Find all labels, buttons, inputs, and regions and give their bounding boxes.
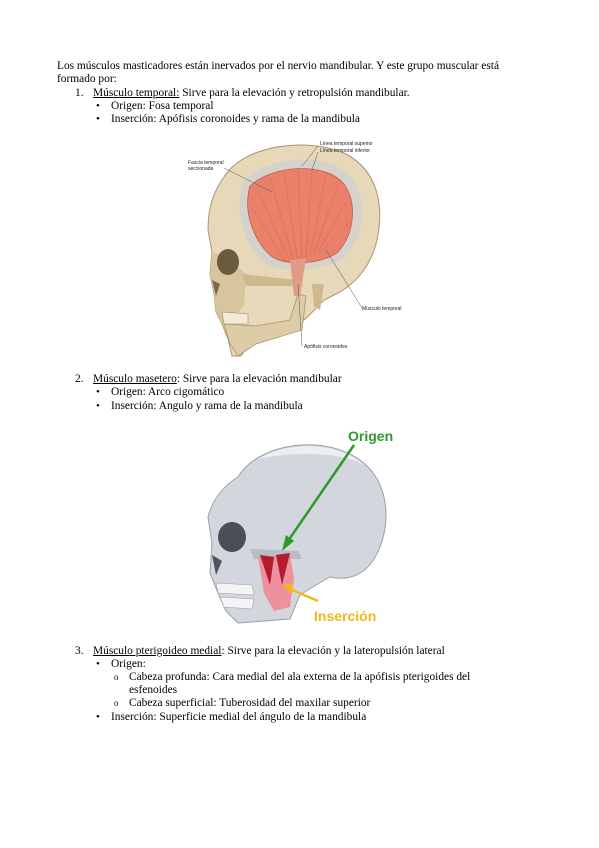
item-3-description: : Sirve para la elevación y la lateropul… — [221, 645, 445, 657]
muscle-fibers — [251, 168, 351, 263]
item-2-number: 2. — [75, 373, 84, 385]
masseter-muscle-figure: Origen Inserción — [198, 425, 402, 628]
label-fascia-2: seccionada — [188, 166, 214, 172]
lower-teeth — [219, 596, 255, 610]
label-insercion: Inserción — [314, 608, 376, 624]
bullet-icon: • — [96, 100, 100, 112]
bullet-icon: • — [96, 658, 100, 670]
item-1-name: Músculo temporal: — [93, 87, 180, 99]
label-musculo: Músculo temporal — [362, 306, 401, 312]
label-fascia-1: Fascia temporal — [188, 160, 224, 166]
item-3-insertion: Inserción: Superficie medial del ángulo … — [111, 711, 367, 723]
nasal-shape — [212, 555, 222, 575]
item-1-number: 1. — [75, 87, 84, 99]
origin-arrow-line — [286, 444, 356, 542]
face-shading — [210, 252, 246, 324]
item-3-sub-1-cont: esfenoides — [129, 684, 178, 696]
item-1-description: Sirve para la elevación y retropulsión m… — [179, 87, 410, 99]
label-apofisis: Apófisis coronoides — [304, 344, 348, 350]
item-3-sub-1: Cabeza profunda: Cara medial del ala ext… — [129, 671, 471, 683]
item-3-name: Músculo pterigoideo medial — [93, 645, 222, 657]
item-1-insertion: Inserción: Apófisis coronoides y rama de… — [111, 113, 360, 125]
intro-line-1: Los músculos masticadores están inervado… — [57, 60, 500, 72]
bullet-icon: • — [96, 711, 100, 723]
skull-shape — [207, 444, 387, 624]
temporal-muscle-figure: Fascia temporal seccionada Línea tempora… — [188, 141, 401, 357]
bullet-icon: • — [96, 386, 100, 398]
item-1-origin: Origen: Fosa temporal — [111, 100, 214, 112]
mandible-shape — [223, 293, 307, 357]
skull-highlight — [258, 446, 364, 465]
nasal-shape — [212, 280, 220, 296]
item-2-origin: Origen: Arco cigomático — [111, 386, 225, 398]
item-3-heading: Músculo pterigoideo medial: Sirve para l… — [93, 645, 445, 658]
mastoid-shape — [312, 284, 324, 310]
coronoid-tendon — [290, 258, 306, 296]
insertion-arrow-head — [282, 583, 294, 593]
item-2-insertion: Inserción: Angulo y rama de la mandibula — [111, 400, 303, 412]
insertion-arrow-line — [289, 587, 319, 603]
item-2-heading: Músculo masetero: Sirve para la elevació… — [93, 373, 342, 386]
intro-line-2: formado por: — [57, 73, 117, 85]
label-origen: Origen — [348, 428, 393, 444]
masseter-origin-mark — [260, 555, 274, 585]
bullet-icon: • — [96, 400, 100, 412]
item-2-name: Músculo masetero — [93, 373, 177, 385]
orbit-shape — [217, 249, 239, 275]
teeth-shape — [221, 311, 249, 325]
label-linea-sup: Línea temporal superior — [320, 141, 373, 147]
leader-lines — [223, 145, 363, 347]
circle-bullet-icon: o — [114, 672, 119, 682]
masseter-insertion-mark — [276, 553, 290, 585]
circle-bullet-icon: o — [114, 698, 119, 708]
upper-teeth — [215, 582, 255, 596]
zygomatic-arch — [242, 274, 304, 286]
item-3-number: 3. — [75, 645, 84, 657]
item-1-heading: Músculo temporal: Sirve para la elevació… — [93, 87, 410, 100]
item-3-sub-2: Cabeza superficial: Tuberosidad del maxi… — [129, 697, 371, 709]
bullet-icon: • — [96, 113, 100, 125]
item-3-origin-label: Origen: — [111, 658, 146, 670]
orbit-shape — [218, 522, 246, 552]
item-2-description: : Sirve para la elevación mandibular — [176, 373, 342, 385]
label-linea-inf: Línea temporal inferior — [320, 148, 370, 154]
origin-arrow-head — [282, 535, 294, 551]
